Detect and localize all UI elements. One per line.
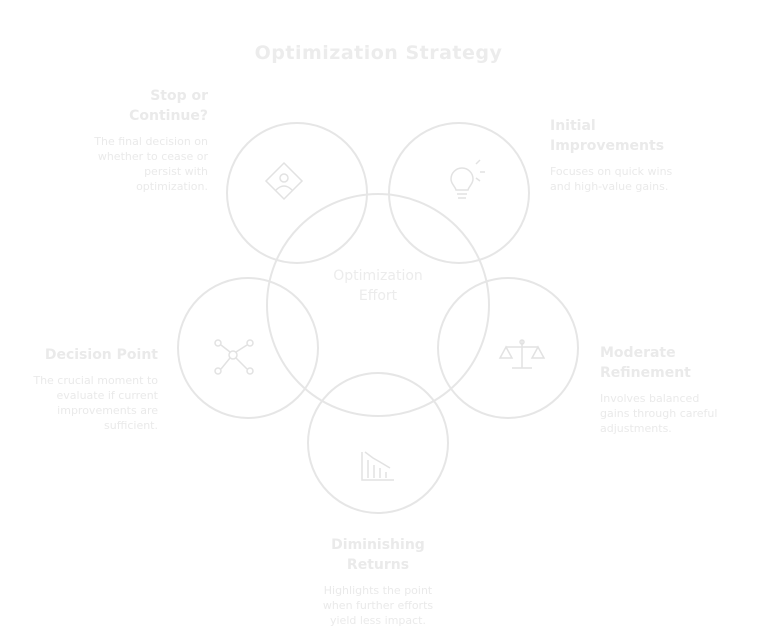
node-stop-title-2: Continue?: [129, 108, 208, 124]
node-moderate-title-2: Refinement: [600, 365, 691, 381]
network-nodes-icon: [214, 339, 254, 375]
circle-stop: [226, 122, 368, 264]
node-initial-title-2: Improvements: [550, 138, 665, 154]
node-decision: Decision Point The crucial moment to eva…: [10, 345, 158, 433]
circle-diminishing: [307, 372, 449, 514]
center-label-line2: Effort: [358, 288, 398, 304]
node-decision-title: Decision Point: [44, 347, 158, 363]
diamond-person-icon: [264, 161, 304, 201]
center-label-line1: Optimization: [333, 268, 423, 284]
node-initial-title-1: Initial: [550, 118, 596, 134]
circle-initial: [388, 122, 530, 264]
balance-scale-icon: [498, 339, 546, 369]
node-moderate-title-1: Moderate: [600, 345, 676, 361]
node-stop-desc: The final decision on whether to cease o…: [94, 135, 208, 193]
node-moderate: Moderate Refinement Involves balanced ga…: [600, 343, 750, 436]
center-label: Optimization Effort: [308, 266, 448, 306]
node-decision-desc: The crucial moment to evaluate if curren…: [33, 374, 158, 432]
circle-decision: [177, 277, 319, 419]
node-moderate-desc: Involves balanced gains through careful …: [600, 392, 718, 435]
node-initial-desc: Focuses on quick wins and high-value gai…: [550, 165, 673, 193]
node-diminishing: Diminishing Returns Highlights the point…: [288, 535, 468, 628]
node-initial: Initial Improvements Focuses on quick wi…: [550, 116, 730, 194]
lightbulb-icon: [450, 159, 485, 199]
diagram-title: Optimization Strategy: [254, 42, 503, 64]
node-diminishing-desc: Highlights the point when further effort…: [322, 584, 434, 627]
circle-moderate: [437, 277, 579, 419]
circle-center: [266, 193, 490, 417]
node-diminishing-title-1: Diminishing: [331, 537, 425, 553]
node-diminishing-title-2: Returns: [346, 557, 410, 573]
node-stop-title-1: Stop or: [150, 88, 208, 104]
node-stop: Stop or Continue? The final decision on …: [40, 86, 208, 194]
declining-chart-icon: [361, 451, 394, 481]
